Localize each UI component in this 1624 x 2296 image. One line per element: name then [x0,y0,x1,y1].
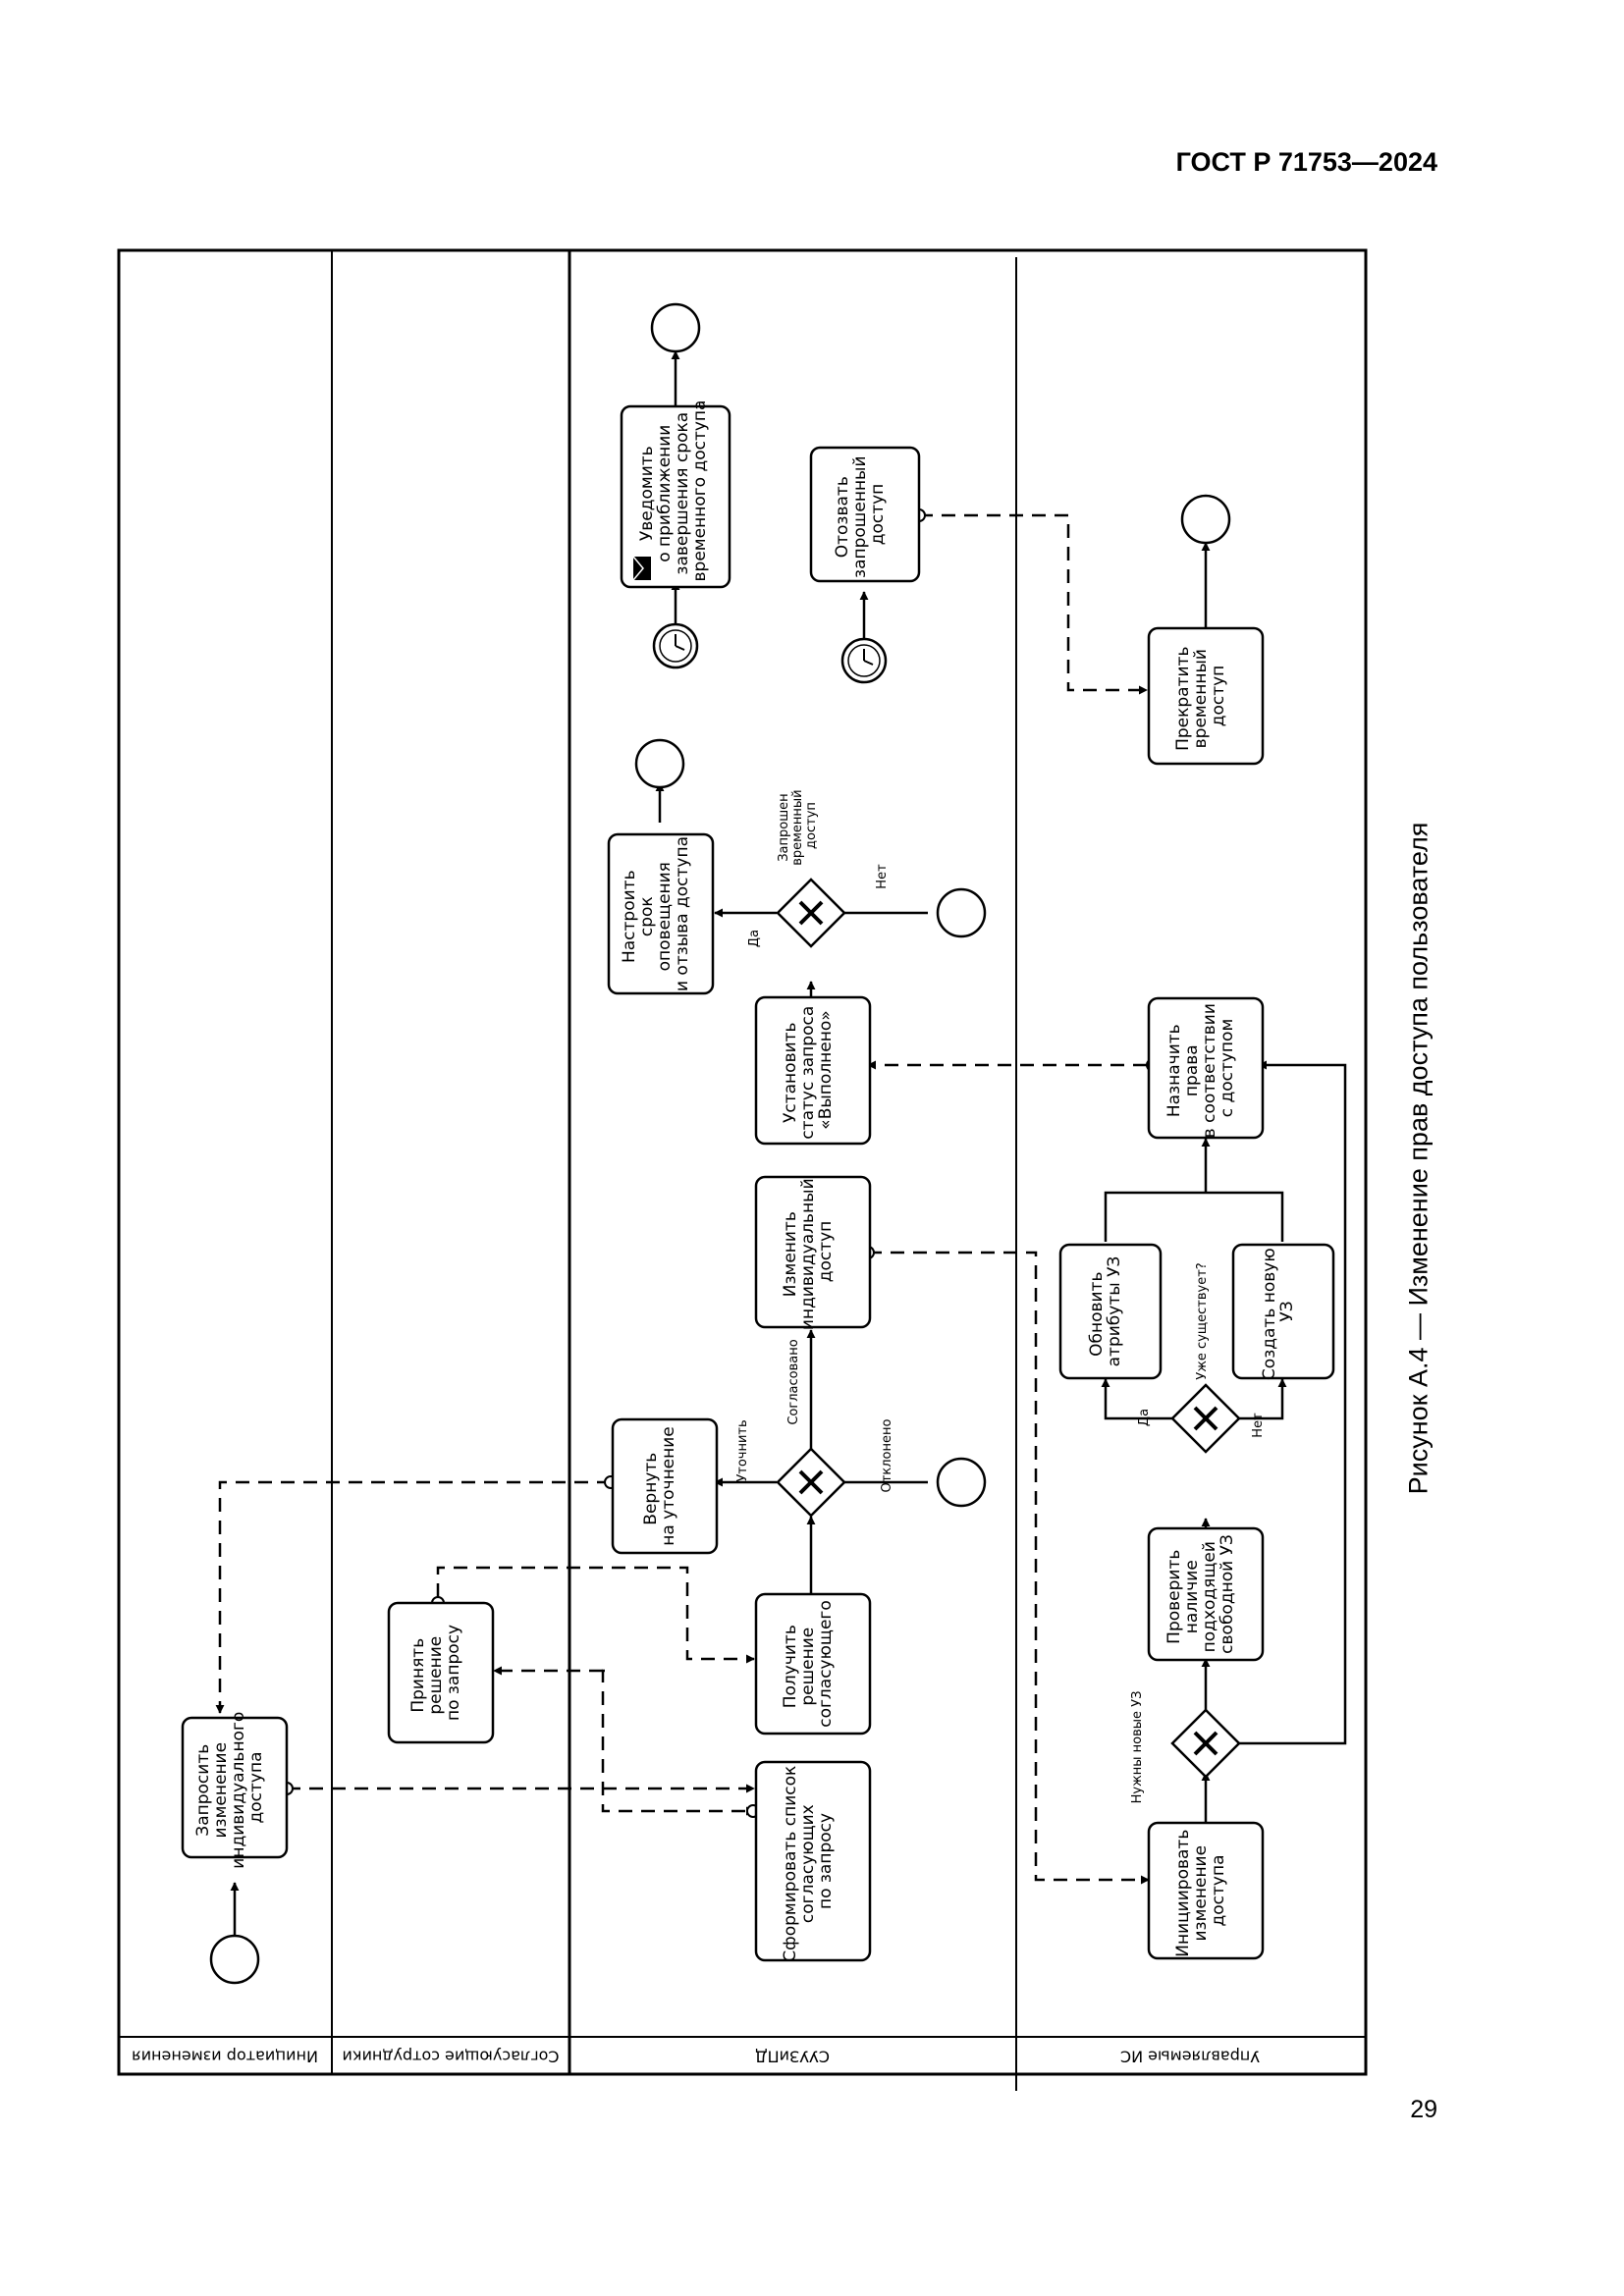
label-clarify: Уточнить [735,1419,750,1481]
label-temp-requested: Запрошен временный доступ [777,785,819,866]
task-get-decision: Получить решение согласующего [781,1600,836,1727]
task-set-term: Настроить срок оповещения и отзыва досту… [620,836,692,991]
task-boxes [181,404,1335,1962]
label-no-exists: Нет [1251,1413,1266,1438]
label-need-new-uz: Нужны новые УЗ [1130,1691,1145,1804]
lane-label-suuzipd: СУУЗиПД [755,2048,830,2066]
gateway-temp-access [776,878,846,948]
timer-events [652,622,888,684]
gateway-decision [776,1447,846,1518]
label-yes-temp: Да [747,930,762,947]
document-header: ГОСТ Р 71753—2024 [1175,147,1437,177]
task-return-clarify: Вернуть на уточнение [641,1426,678,1546]
end-event-stopped [1180,494,1231,545]
task-notify: Уведомить о приближении завершения срока… [637,400,710,582]
events [209,302,1231,1985]
page-number: 29 [1410,2096,1437,2123]
lane-label-managed: Управляемые ИС [1120,2048,1260,2066]
task-request-change: Запросить изменение индивидуального дост… [193,1706,266,1868]
task-labels: Запросить изменение индивидуального дост… [193,400,1297,1962]
lane-label-initiator: Инициатор изменения [132,2048,318,2066]
task-revoke: Отозвать запрошенный доступ [833,451,888,578]
end-event-no-temp [936,887,987,938]
task-update-attrs: Обновить атрибуты УЗ [1087,1256,1124,1367]
task-create-uz: Создать новую УЗ [1260,1243,1297,1380]
task-initiate: Инициировать изменение доступа [1173,1824,1228,1957]
start-event [209,1934,260,1985]
condition-labels: Уточнить Согласовано Отклонено Да Запрош… [735,785,1266,1804]
pool-frame [117,248,1368,2091]
task-change-access: Изменить индивидуальный доступ [781,1173,836,1330]
task-assign-rights: Назначить права в соответствии с доступо… [1164,998,1237,1139]
end-event-rejected [936,1457,987,1508]
task-stop-temp: Прекратить временный доступ [1173,641,1228,751]
lane-labels: Инициатор изменения Согласующие сотрудни… [132,2048,1260,2066]
label-yes-exists: Да [1137,1409,1152,1426]
task-check-uz: Проверить наличие подходящей свободной У… [1164,1534,1237,1654]
label-already-exists: Уже существует? [1195,1262,1210,1379]
task-form-list: Сформировать список согласующих по запро… [781,1760,836,1961]
end-event-term-set [634,738,685,789]
label-approved: Согласовано [786,1339,801,1424]
timer-icon [840,637,888,684]
task-make-decision: Принять решение по запросу [408,1625,463,1721]
gateways [776,878,1241,1779]
label-rejected: Отклонено [880,1419,894,1493]
timer-icon [652,622,699,669]
gateway-exists [1170,1383,1241,1454]
task-set-status: Установить статус запроса «Выполнено» [781,1000,836,1139]
lane-label-approvers: Согласующие сотрудники [342,2048,559,2066]
message-flows [215,513,1150,1885]
label-no-temp: Нет [875,864,890,889]
end-event-notified [650,302,701,353]
gateway-new-uz [1170,1708,1241,1779]
envelope-icon [632,556,651,581]
